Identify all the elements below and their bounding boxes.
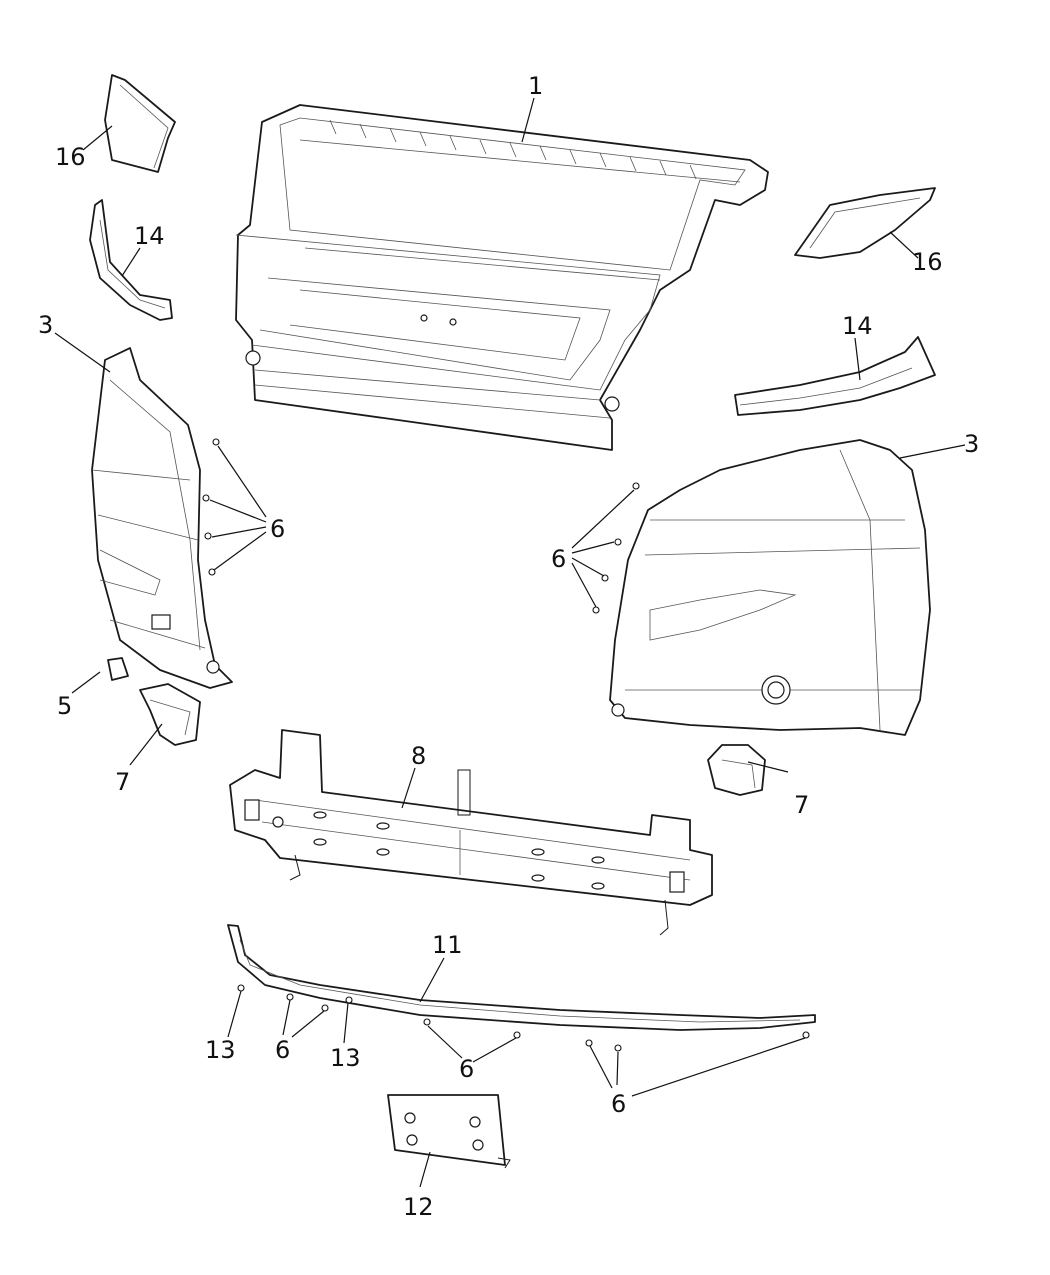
fascia-upper-rib-teeth xyxy=(329,119,697,180)
fasteners xyxy=(202,438,810,1052)
callout-14-right: 14 xyxy=(842,312,873,340)
part-11-lower-trim-strip xyxy=(227,924,816,1031)
part-12-license-plate-bracket xyxy=(387,1094,511,1169)
callout-6-left: 6 xyxy=(270,515,285,543)
part-3-left-end-cap xyxy=(91,347,233,689)
part-7-right-bracket xyxy=(707,744,766,796)
callout-6-bottom-a: 6 xyxy=(275,1036,290,1064)
callout-6-bottom-c: 6 xyxy=(611,1090,626,1118)
callout-11: 11 xyxy=(432,931,463,959)
part-3-right-end-cap xyxy=(609,439,931,736)
callout-7-left: 7 xyxy=(115,768,130,796)
callout-13-a: 13 xyxy=(205,1036,236,1064)
callout-12: 12 xyxy=(403,1193,434,1221)
callout-6-bottom-b: 6 xyxy=(459,1055,474,1083)
callout-1: 1 xyxy=(528,72,543,100)
part-8-reinforcement-beam xyxy=(229,729,713,936)
part-14-left-trim-strip xyxy=(89,199,173,321)
part-14-right-trim-strip xyxy=(734,336,936,416)
part-16-right-corner-trim xyxy=(794,187,936,259)
callout-5: 5 xyxy=(57,692,72,720)
part-5-cover-plate xyxy=(107,657,129,681)
callout-3-right: 3 xyxy=(964,430,979,458)
part-1-fascia-assembly xyxy=(235,104,769,451)
callout-16-left: 16 xyxy=(55,143,86,171)
leader-lines xyxy=(54,97,966,1188)
callout-3-left: 3 xyxy=(38,311,53,339)
callout-16-right: 16 xyxy=(912,248,943,276)
callout-6-right: 6 xyxy=(551,545,566,573)
part-16-left-corner-trim xyxy=(104,74,176,173)
part-7-left-bracket xyxy=(139,683,201,746)
callout-8: 8 xyxy=(411,742,426,770)
callout-7-right: 7 xyxy=(794,791,809,819)
callout-13-b: 13 xyxy=(330,1044,361,1072)
callout-labels: 1 16 16 14 14 3 3 6 6 5 7 7 8 11 13 6 13… xyxy=(38,72,979,1221)
callout-14-left: 14 xyxy=(134,222,165,250)
